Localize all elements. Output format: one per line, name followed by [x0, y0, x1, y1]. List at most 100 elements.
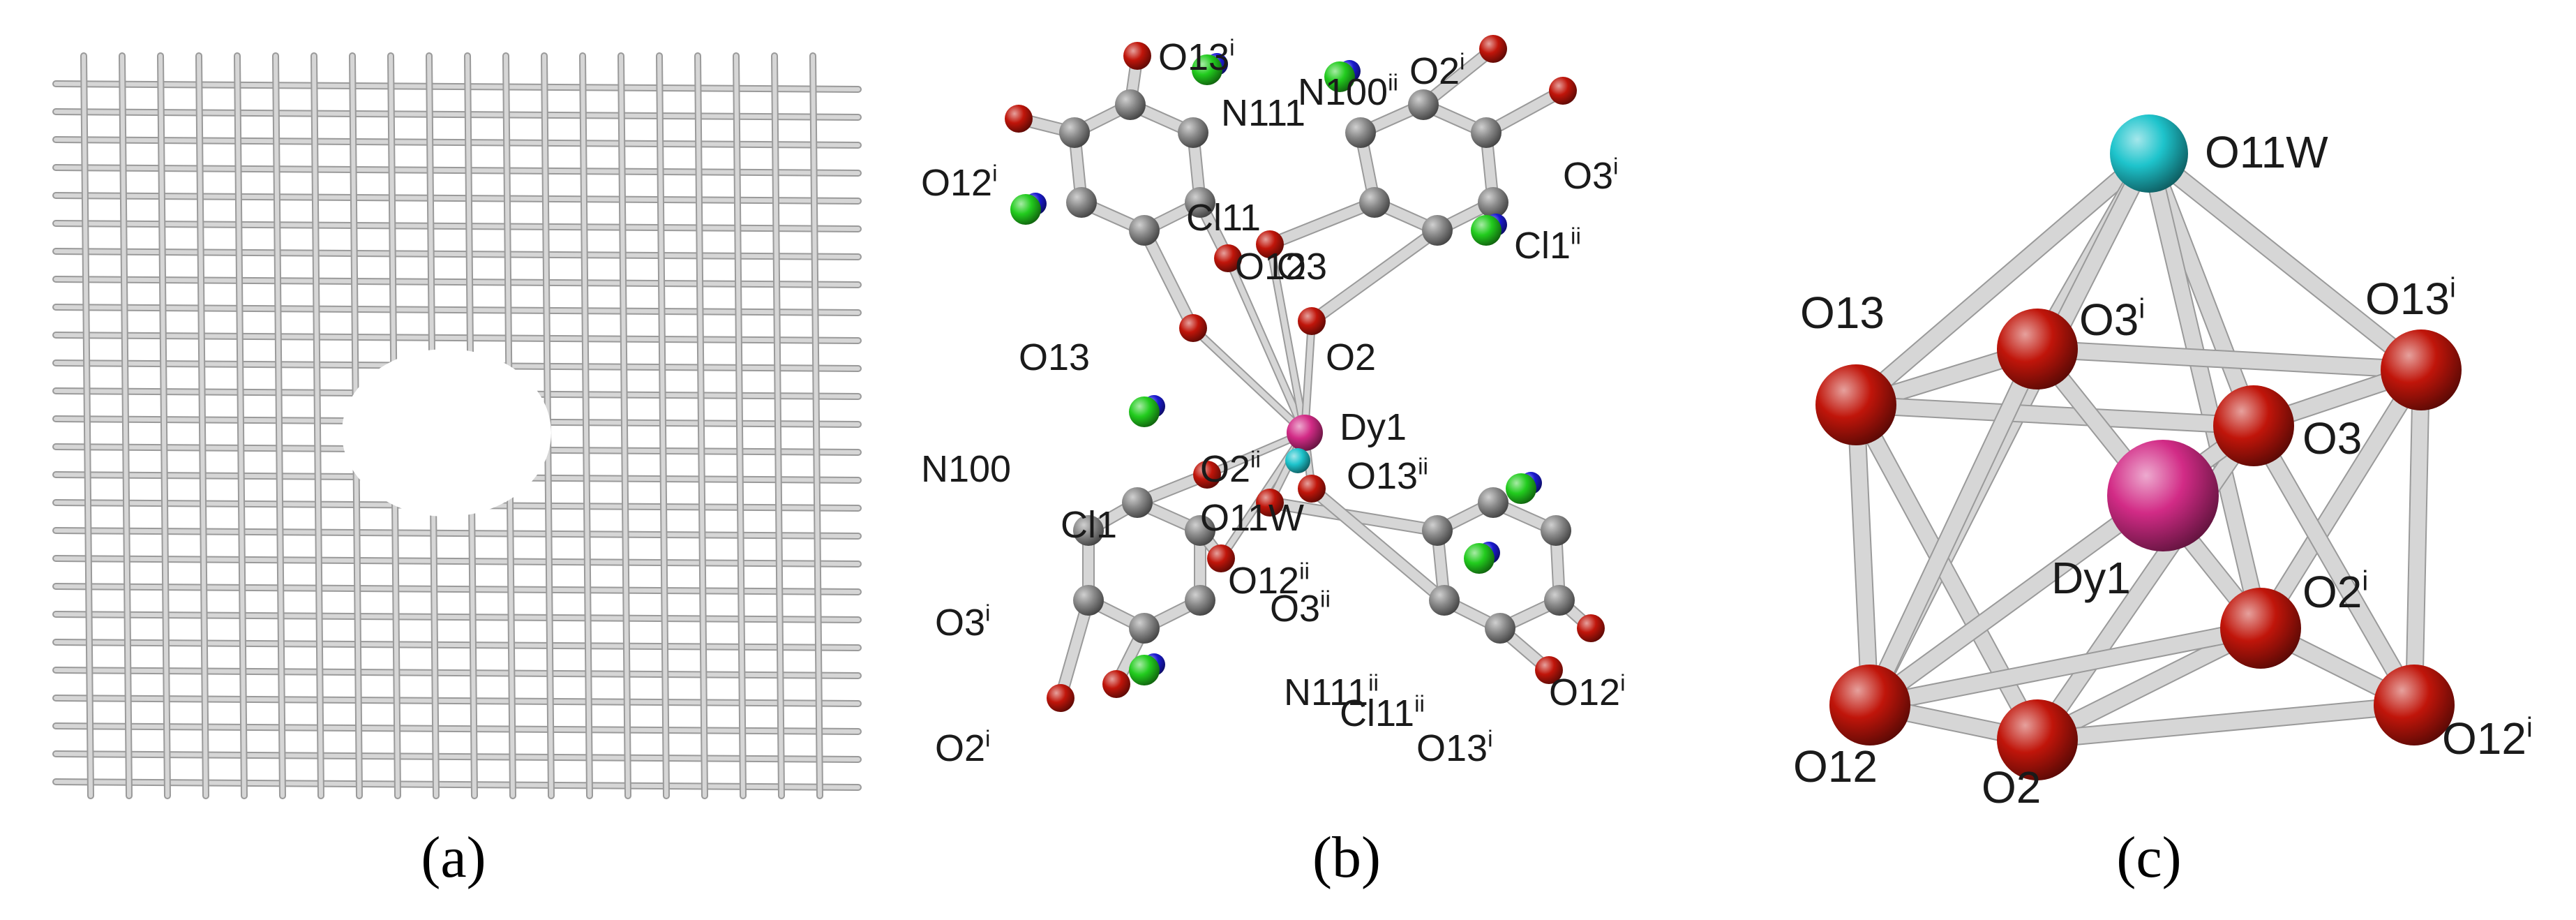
metal_purple-atom — [328, 285, 350, 307]
water-oxygen-vertex — [2110, 114, 2188, 193]
dysprosium-atom — [1287, 415, 1323, 451]
lattice-strut — [811, 54, 822, 798]
chlorine-atom — [1129, 655, 1160, 685]
carbon-atom — [1345, 117, 1376, 148]
lattice-strut — [54, 221, 860, 231]
carbon-atom — [394, 265, 419, 290]
metal_purple-atom — [434, 295, 456, 317]
carbon-atom — [1185, 515, 1215, 546]
lattice-strut — [54, 165, 860, 175]
carbon-atom — [388, 646, 413, 672]
polyhedron-edge — [2030, 341, 2429, 378]
label-b-Cl11: Cl11 — [1186, 197, 1261, 239]
oxygen-atom — [1005, 105, 1033, 133]
oxygen-atom — [1549, 77, 1577, 105]
lattice-strut — [120, 54, 131, 798]
bond — [1307, 484, 1449, 605]
panel-a-packing-view: (a) — [0, 0, 907, 920]
oxygen-vertex — [1997, 699, 2078, 780]
lattice-strut — [54, 333, 860, 343]
polyhedron-edge — [2141, 146, 2268, 636]
label-b-N111ii: N111ii — [1284, 670, 1379, 713]
polyhedron-edge — [1862, 341, 2045, 713]
label-b-O12i_right: O12i — [1549, 670, 1626, 713]
nitrogen-atom — [438, 787, 469, 818]
oxygen-atom — [1256, 489, 1284, 517]
polyhedron-edge — [2253, 362, 2429, 636]
oxygen-atom — [357, 77, 384, 105]
label-b-N111: N111 — [1221, 92, 1305, 134]
label-b-O13i_bottom: O13i — [1416, 726, 1493, 769]
label-b-O13i_top: O13i — [1158, 35, 1235, 78]
oxygen-atom — [427, 591, 449, 613]
label-c-Dy1: Dy1 — [2051, 553, 2131, 603]
lattice-strut — [772, 54, 784, 798]
lattice-strut — [158, 54, 170, 798]
label-b-O3ii: O3ii — [1270, 586, 1331, 630]
oxygen-atom — [1577, 614, 1605, 642]
oxygen-atom — [1207, 544, 1235, 572]
chlorine-atom — [1464, 543, 1495, 574]
oxygen-atom — [1102, 670, 1130, 698]
chlorine-atom — [306, 383, 336, 413]
channel-void — [342, 349, 551, 517]
carbon-atom — [1485, 613, 1515, 644]
lattice-strut — [54, 668, 860, 678]
lattice-strut — [54, 696, 860, 706]
oxygen-atom — [1193, 461, 1221, 489]
lattice-strut — [54, 724, 860, 734]
chlorine-atom — [1192, 54, 1222, 85]
polyhedron-edge — [1862, 621, 2268, 713]
lattice-strut — [54, 556, 860, 566]
label-b-O11W: O11W — [1200, 497, 1304, 539]
polyhedron-edge — [2030, 418, 2261, 748]
nitrogen-atom — [396, 27, 427, 57]
carbon-atom — [671, 377, 699, 405]
label-b-O2ii: O2ii — [1200, 447, 1261, 490]
oxygen-atom — [816, 350, 844, 378]
lattice-strut — [54, 640, 860, 650]
carbon-atom — [1185, 585, 1215, 616]
lattice-strut — [235, 54, 246, 798]
label-b-O13: O13 — [1019, 336, 1090, 378]
label-b-O3i_left: O3i — [935, 600, 990, 644]
lattice-strut — [734, 54, 745, 798]
carbon-atom — [1122, 487, 1153, 518]
lattice-strut — [82, 54, 93, 798]
carbon-atom — [1429, 585, 1460, 616]
oxygen-atom — [320, 230, 342, 253]
lattice-strut — [54, 780, 860, 789]
metal_purple-atom — [434, 535, 456, 557]
polyhedron-edge — [2141, 146, 2429, 378]
carbon-atom — [1073, 585, 1104, 616]
chlorine-atom — [1129, 396, 1160, 427]
label-b-N100ii_top: N100ii — [1298, 70, 1398, 113]
bond — [1267, 242, 1308, 436]
label-c-O3: O3 — [2302, 413, 2362, 463]
lattice-strut — [619, 54, 630, 798]
lattice-strut — [54, 305, 860, 315]
label-b-Cl1ii: Cl1ii — [1514, 223, 1581, 267]
carbon-atom — [1471, 117, 1502, 148]
carbon-atom — [1066, 187, 1097, 218]
caption-a: (a) — [421, 825, 486, 890]
carbon-atom — [1129, 215, 1160, 246]
oxygen-atom — [1256, 230, 1284, 258]
carbon-atom — [1478, 487, 1508, 518]
polyhedron-edge — [2030, 621, 2268, 748]
lattice-strut — [54, 612, 860, 622]
carbon-atom — [779, 377, 807, 405]
lattice-strut — [54, 277, 860, 287]
bond — [1302, 318, 1315, 436]
metal_purple-atom — [470, 275, 493, 297]
label-b-O2i_top: O2i — [1409, 49, 1465, 92]
polyhedron-edge — [1848, 397, 2261, 433]
chlorine-atom — [317, 384, 347, 415]
label-c-O12: O12 — [1793, 741, 1878, 792]
lattice-strut — [54, 249, 860, 259]
polyhedron-edge — [2030, 697, 2422, 748]
oxygen-atom — [1179, 314, 1207, 342]
lattice-strut — [274, 54, 285, 798]
